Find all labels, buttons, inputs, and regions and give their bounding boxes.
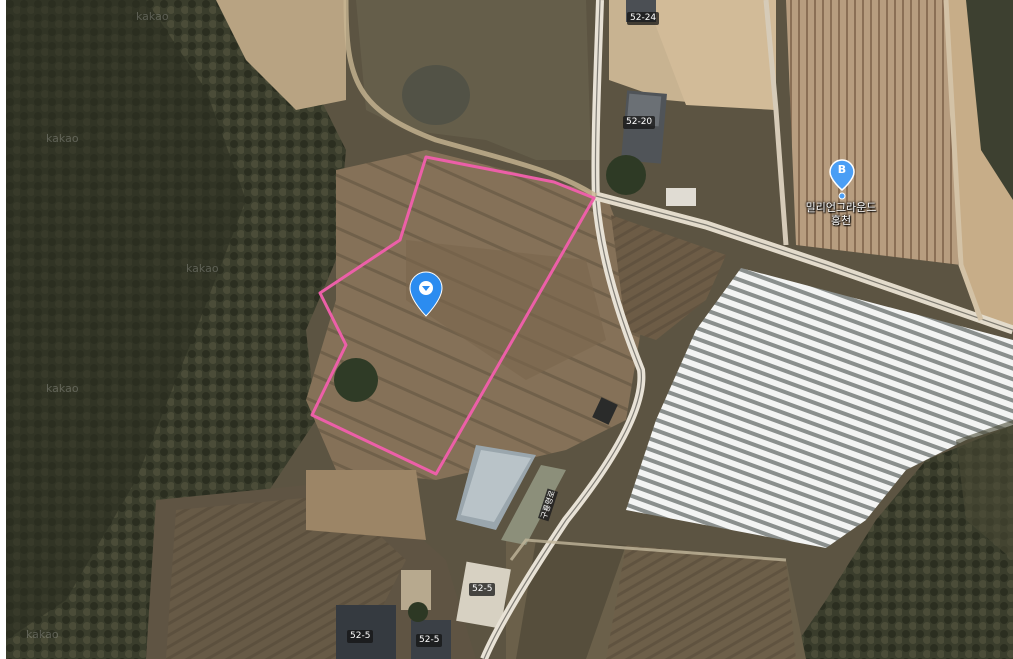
place-name-line2: 홍천 — [830, 214, 852, 227]
place-marker-icon[interactable] — [829, 159, 855, 200]
map-watermark: kakao — [46, 132, 79, 145]
map-watermark: kakao — [26, 628, 59, 641]
address-label: 52-5 — [416, 634, 443, 647]
map-watermark: kakao — [46, 382, 79, 395]
place-badge: B — [837, 163, 847, 176]
location-marker-icon[interactable] — [409, 271, 443, 317]
map-watermark: kakao — [186, 262, 219, 275]
address-label: 52-20 — [623, 116, 656, 129]
place-name[interactable]: 밀리언그라운드 홍천 — [786, 201, 896, 227]
place-name-line1: 밀리언그라운드 — [805, 201, 877, 214]
parcel-outline[interactable] — [310, 155, 596, 476]
map-watermark: kakao — [136, 10, 169, 23]
satellite-imagery — [6, 0, 1013, 659]
satellite-map[interactable]: kakao kakao kakao kakao kakao B 밀리언그라운드 … — [6, 0, 1013, 659]
address-label: 52-5 — [347, 630, 374, 643]
address-label: 52-24 — [627, 12, 660, 25]
address-label: 52-5 — [469, 583, 496, 596]
